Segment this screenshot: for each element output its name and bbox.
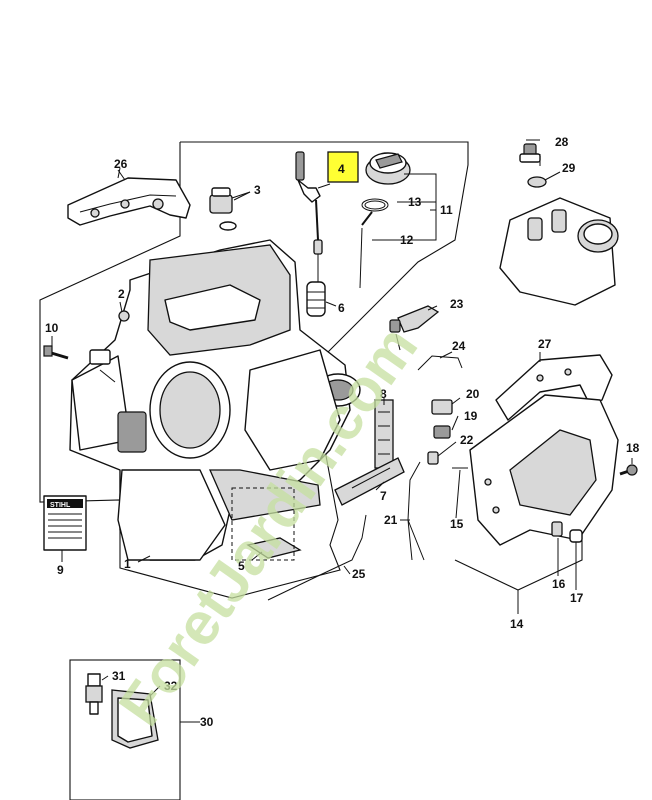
part-24-rod: [417, 355, 463, 371]
part-23-throttle: [389, 305, 440, 351]
part-11-fuel-cap: [359, 152, 411, 289]
part-25-cable: [267, 514, 367, 601]
callout-20[interactable]: 20: [466, 387, 480, 401]
highlight-box-part-4: [327, 151, 359, 183]
callout-4[interactable]: 4: [338, 162, 345, 176]
callout-9[interactable]: 9: [57, 563, 64, 577]
callout-1[interactable]: 1: [124, 557, 131, 571]
part-32-filter: [111, 689, 159, 749]
callout-2[interactable]: 2: [118, 287, 125, 301]
callout-31[interactable]: 31: [112, 669, 126, 683]
label-sticker-text: STIHL: [50, 502, 71, 509]
leader-lines: [51, 154, 633, 723]
callout-17[interactable]: 17: [570, 591, 584, 605]
part-2-nut: [118, 310, 130, 322]
callout-18[interactable]: 18: [626, 441, 640, 455]
part-26-shroud: [67, 169, 191, 226]
callout-19[interactable]: 19: [464, 409, 478, 423]
callout-22[interactable]: 22: [460, 433, 474, 447]
part-16-spring: [551, 521, 563, 537]
callout-8[interactable]: 8: [380, 387, 387, 401]
callout-3[interactable]: 3: [254, 183, 261, 197]
part-4-fuel-pickup: [295, 151, 323, 300]
part-31-spark-plug: [85, 673, 103, 715]
callout-25[interactable]: 25: [352, 567, 366, 581]
part-18-screw: [619, 464, 638, 476]
callout-6[interactable]: 6: [338, 301, 345, 315]
callout-7[interactable]: 7: [380, 489, 387, 503]
callout-16[interactable]: 16: [552, 577, 566, 591]
callout-11[interactable]: 11: [440, 203, 453, 217]
callout-30[interactable]: 30: [200, 715, 214, 729]
callout-12[interactable]: 12: [400, 233, 414, 247]
part-10-screw: [43, 345, 69, 360]
callout-26[interactable]: 26: [114, 157, 128, 171]
part-20-switch: [427, 399, 453, 465]
callout-14[interactable]: 14: [510, 617, 524, 631]
callout-29[interactable]: 29: [562, 161, 576, 175]
part-21-wire: [407, 461, 425, 561]
callout-15[interactable]: 15: [450, 517, 464, 531]
callout-23[interactable]: 23: [450, 297, 464, 311]
callout-5[interactable]: 5: [238, 559, 245, 573]
part-7-decal: [334, 457, 405, 506]
part-9-warning-label: STIHL: [43, 495, 87, 551]
callout-10[interactable]: 10: [45, 321, 59, 335]
callout-28[interactable]: 28: [555, 135, 569, 149]
lower-group-frame: [69, 659, 181, 800]
part-1-blower-housing: [69, 239, 361, 561]
callout-24[interactable]: 24: [452, 339, 466, 353]
part-6-fuel-filter: [306, 281, 326, 317]
callout-32[interactable]: 32: [164, 679, 178, 693]
part-28-housing: [499, 139, 619, 306]
callout-labels: 26 3 4 13 11 12 6 2 10 28 29 23 24 27 20…: [45, 135, 640, 729]
callout-21[interactable]: 21: [384, 513, 398, 527]
callout-27[interactable]: 27: [538, 337, 552, 351]
part-14-handle-body: [452, 394, 619, 546]
callout-13[interactable]: 13: [408, 195, 422, 209]
part-17-cap: [569, 529, 583, 543]
main-group-frame: [39, 141, 469, 599]
